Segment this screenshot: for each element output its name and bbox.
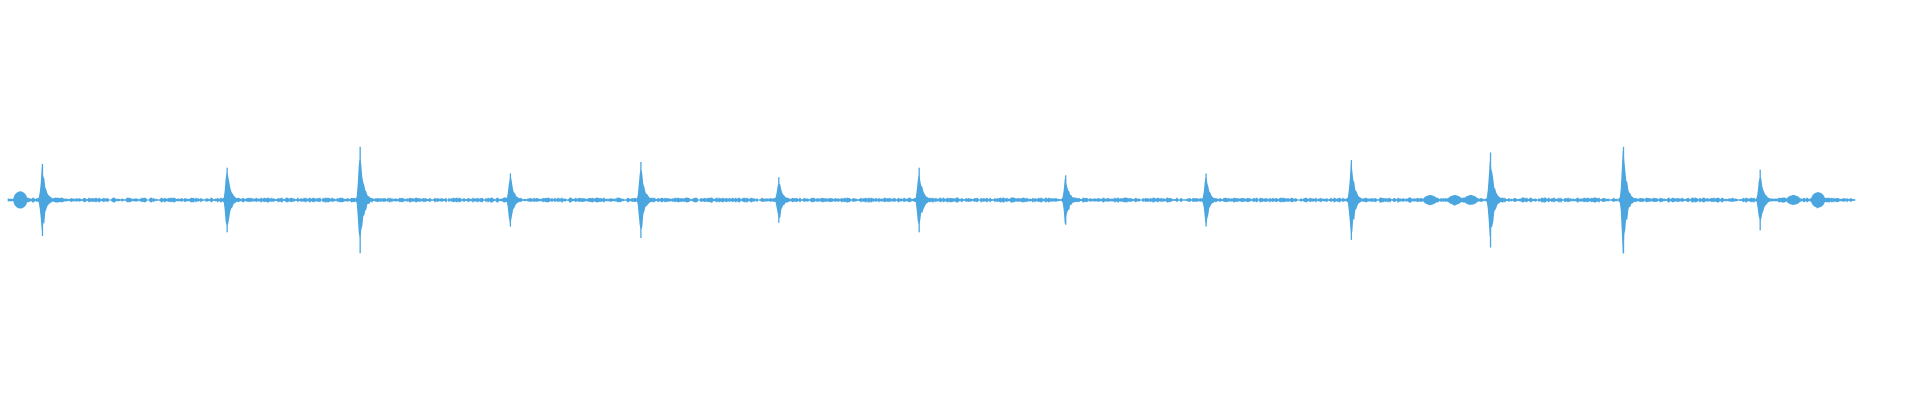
waveform-blob-3 — [1786, 195, 1801, 205]
waveform-blob-2 — [1811, 192, 1826, 208]
waveform-layer — [7, 146, 1856, 254]
waveform-blob-5 — [1447, 195, 1462, 205]
waveform-blob-1 — [13, 191, 28, 209]
waveform-blob-4 — [1423, 195, 1438, 205]
waveform-blob-6 — [1463, 195, 1478, 205]
waveform-envelope — [7, 150, 1856, 254]
